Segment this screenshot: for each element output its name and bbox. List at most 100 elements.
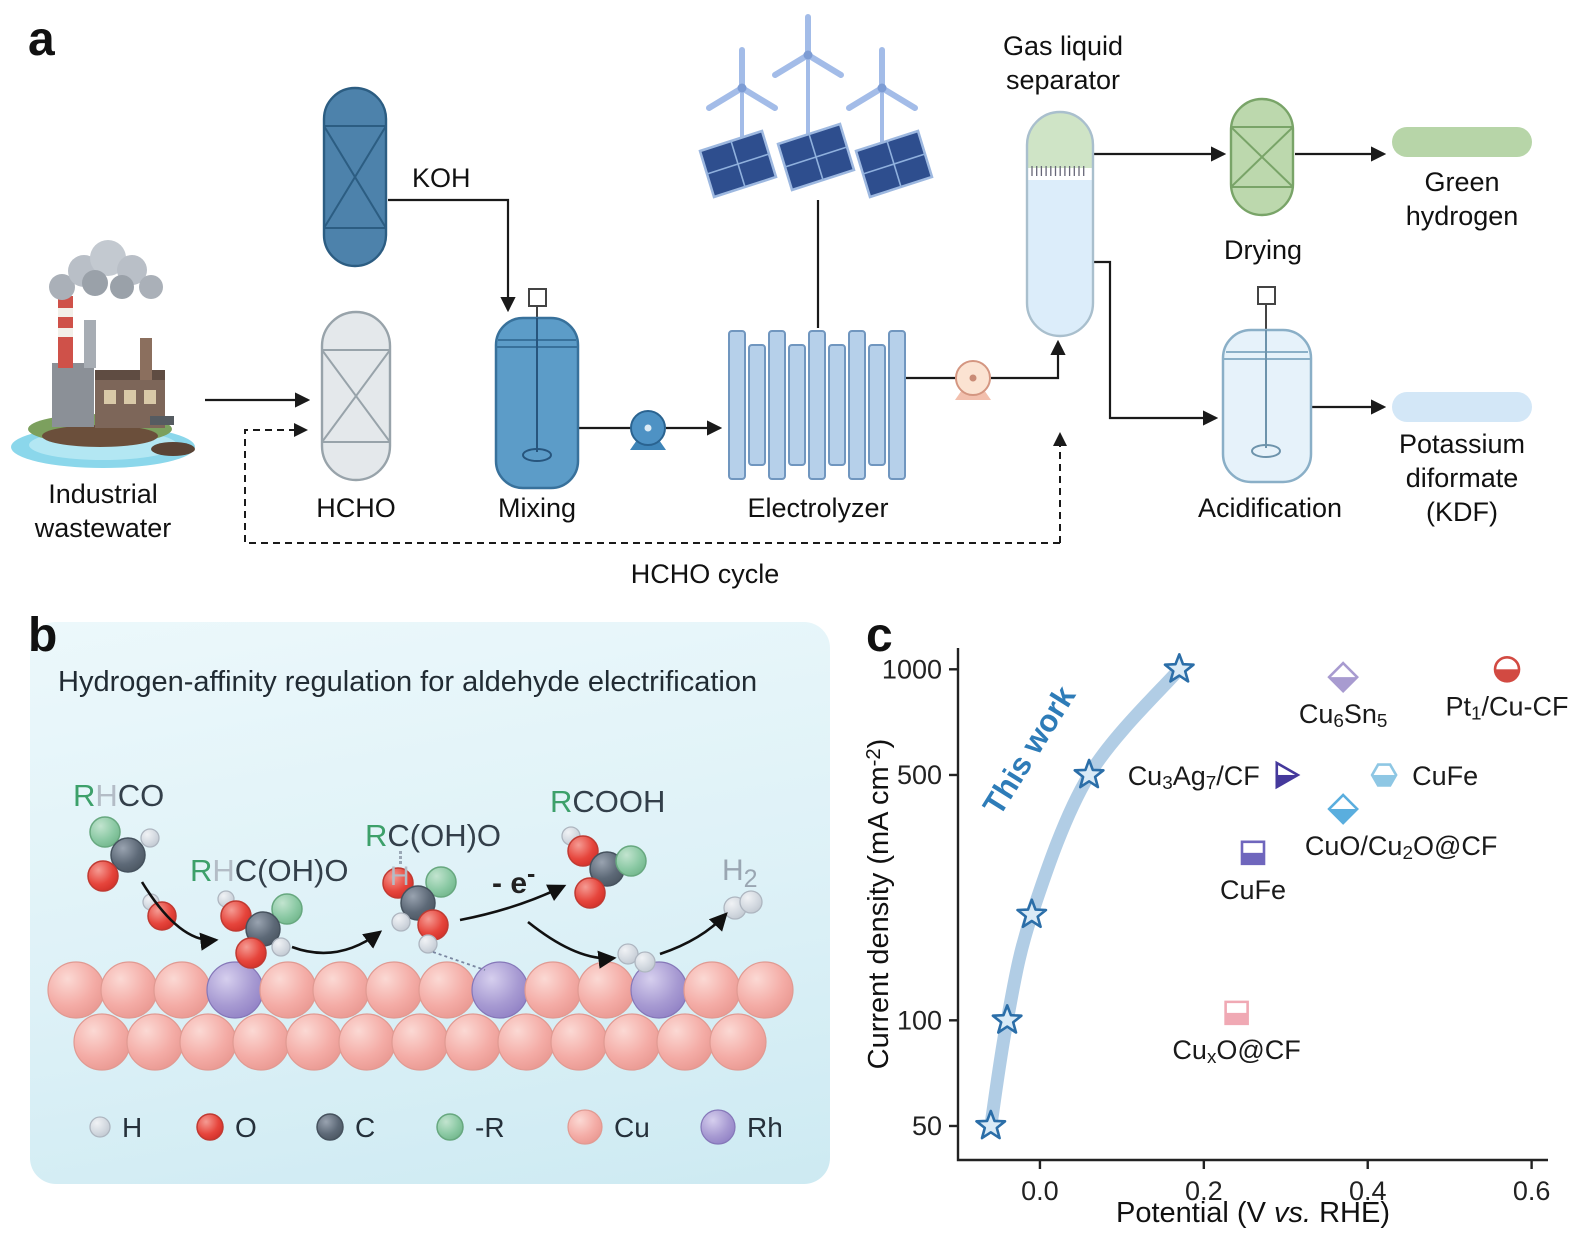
drying-column	[1229, 97, 1295, 217]
cu-atom	[47, 961, 105, 1019]
x-tick-label: 0.6	[1513, 1176, 1551, 1206]
flow-lines	[205, 146, 1387, 544]
y-axis-label: Current density (mA cm-2)	[863, 739, 895, 1070]
legend-label: H	[122, 1112, 142, 1143]
h-bond-dots	[399, 851, 402, 864]
process-flow-diagram	[11, 14, 1532, 544]
panel-a-label: a	[28, 13, 55, 66]
ref-label: CuFe	[1220, 875, 1286, 905]
cu-atom	[418, 961, 476, 1019]
cu-atom	[709, 1013, 767, 1071]
label-rcooh: RCOOH	[550, 784, 666, 819]
label-green-hydrogen: Green hydrogen	[1405, 167, 1519, 231]
y-tick-label: 500	[897, 760, 942, 790]
this-work-label: This work	[976, 679, 1083, 821]
x-tick-label: 0.0	[1021, 1176, 1059, 1206]
label-koh: KOH	[412, 163, 471, 193]
cu-atom	[179, 1013, 237, 1071]
molecule-rcoho	[382, 866, 486, 971]
molecule-rcooh	[561, 826, 647, 909]
kdf-stream	[1392, 392, 1532, 422]
product-pump	[955, 360, 991, 400]
cu-atom	[577, 961, 635, 1019]
legend-swatch-rh	[700, 1109, 736, 1145]
acidification-vessel	[1221, 286, 1313, 484]
cu-atom	[338, 1013, 396, 1071]
mixing-vessel	[494, 288, 580, 490]
cu-atom	[259, 961, 317, 1019]
cu-atom	[153, 961, 211, 1019]
cu-atom	[683, 961, 741, 1019]
ref-label: Cu3Ag7/CF	[1128, 761, 1260, 794]
x-tick-label: 0.4	[1349, 1176, 1387, 1206]
cu-atom	[497, 1013, 555, 1071]
ref-label: Cu6Sn5	[1299, 699, 1388, 732]
koh-column	[322, 86, 388, 268]
legend-label: Rh	[747, 1112, 783, 1143]
x-tick-label: 0.2	[1185, 1176, 1223, 1206]
label-rhco: RHCO	[73, 778, 165, 813]
legend-swatch-h	[89, 1116, 111, 1138]
y-tick-label: 1000	[882, 654, 942, 684]
label-hcho: HCHO	[316, 493, 396, 523]
label-hcho-cycle: HCHO cycle	[630, 559, 780, 589]
this-work-point	[975, 1109, 1007, 1140]
cu-atom	[550, 1013, 608, 1071]
this-work-point	[1163, 653, 1195, 683]
molecule-h2	[723, 890, 763, 920]
ref-marker-fill	[1242, 852, 1264, 864]
panel-c-label: c	[866, 609, 893, 662]
molecule-rhcoho	[217, 890, 303, 969]
ref-label: Pt1/Cu-CF	[1446, 691, 1569, 724]
y-tick-label: 100	[897, 1005, 942, 1035]
wind-turbines	[706, 14, 918, 170]
rh-atom	[206, 961, 264, 1019]
label-mixing: Mixing	[497, 493, 577, 523]
label-industrial-wastewater: Industrial wastewater	[34, 479, 172, 543]
legend-label: C	[355, 1112, 375, 1143]
legend-swatch-c	[316, 1113, 344, 1141]
label-drying: Drying	[1223, 235, 1303, 265]
cu-atom	[736, 961, 794, 1019]
ref-label: CuxO@CF	[1172, 1035, 1300, 1068]
cu-atom	[444, 1013, 502, 1071]
solar-panels	[698, 122, 934, 199]
legend-swatch-o	[196, 1113, 224, 1141]
green-hydrogen-stream	[1392, 127, 1532, 157]
ref-label: CuO/Cu2O@CF	[1305, 831, 1497, 864]
label-potassium-diformate: Potassium diformate (KDF)	[1398, 429, 1526, 527]
cu-atom	[656, 1013, 714, 1071]
rh-atom	[471, 961, 529, 1019]
this-work-point	[1073, 758, 1105, 789]
reaction-arrows	[140, 881, 728, 969]
cu-atom	[603, 1013, 661, 1071]
label-rhcoho: RHC(OH)O	[190, 853, 349, 888]
molecule-hydroxide	[142, 893, 177, 931]
feed-pump	[630, 410, 666, 450]
surface-h-adatoms	[617, 943, 656, 973]
label-h2: H2	[722, 854, 758, 893]
industrial-wastewater-icon	[11, 240, 195, 468]
y-tick-label: 50	[912, 1111, 942, 1141]
label-transfer-h: H	[390, 861, 410, 891]
ref-marker-fill	[1225, 1012, 1248, 1024]
legend-label: -R	[475, 1112, 505, 1143]
chart-axes	[956, 648, 1548, 1162]
cu-atom	[73, 1013, 131, 1071]
label-acidification: Acidification	[1197, 493, 1343, 523]
ref-label: CuFe	[1412, 761, 1478, 791]
cu-atom	[524, 961, 582, 1019]
label-rcoho: RC(OH)O	[365, 818, 502, 853]
ref-marker-fill	[1372, 774, 1397, 786]
x-axis-label: Potential (V vs. RHE)	[1116, 1197, 1390, 1229]
cu-atom	[100, 961, 158, 1019]
cu-atom	[365, 961, 423, 1019]
label-electrolyzer: Electrolyzer	[747, 493, 889, 523]
this-work-point	[1016, 898, 1048, 929]
legend-swatch-cu	[567, 1109, 603, 1145]
electrolyzer-stack	[728, 330, 906, 480]
label-gas-liquid-separator: Gas liquid separator	[1002, 31, 1124, 95]
